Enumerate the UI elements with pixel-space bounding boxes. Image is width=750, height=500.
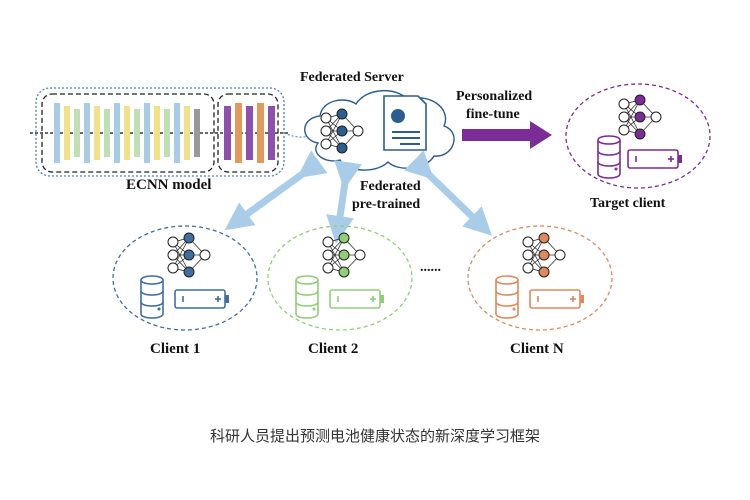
- figure-caption: 科研人员提出预测电池健康状态的新深度学习框架: [209, 427, 540, 445]
- target-client-node: [565, 83, 711, 189]
- ecnn-model-label: ECNN model: [126, 177, 212, 193]
- decoder-layer-bar: [268, 106, 275, 160]
- encoder-layer-bar: [54, 103, 60, 163]
- encoder-layer-bar: [84, 103, 90, 163]
- encoder-layer-bar: [124, 106, 130, 160]
- encoder-layer-bar: [184, 106, 190, 160]
- federated-server-cloud: [304, 89, 455, 171]
- ellipsis-label: ......: [420, 260, 441, 275]
- decoder-layer-bar: [224, 106, 231, 160]
- target-client-label: Target client: [590, 196, 666, 211]
- ecnn-model-block: [30, 87, 313, 177]
- encoder-layer-bar: [104, 109, 110, 157]
- client-2-label: Client 2: [308, 341, 359, 357]
- encoder-layer-bar: [194, 109, 200, 157]
- finetune-arrow: [462, 121, 552, 149]
- encoder-layer-bar: [154, 106, 160, 160]
- encoder-layer-bar: [134, 109, 140, 157]
- encoder-layer-bar: [174, 103, 180, 163]
- encoder-layer-bar: [64, 106, 70, 160]
- decoder-layer-bar: [257, 103, 264, 163]
- encoder-layer-bar: [144, 103, 150, 163]
- client-2-node: [267, 225, 413, 331]
- finetune-label-line2: fine-tune: [466, 107, 520, 122]
- server-neural-network-icon: [320, 108, 364, 154]
- pretrained-label-line1: Federated: [360, 179, 421, 194]
- client-1-node: [112, 225, 258, 331]
- federated-server-label: Federated Server: [300, 70, 404, 85]
- client-1-label: Client 1: [150, 341, 201, 357]
- encoder-layer-bar: [74, 109, 80, 157]
- encoder-layer-bar: [94, 106, 100, 160]
- encoder-layer-bar: [164, 109, 170, 157]
- federated-exchange-arrows: [224, 150, 493, 244]
- decoder-layer-bar: [246, 106, 253, 160]
- finetune-label-line1: Personalized: [456, 89, 533, 104]
- decoder-layer-bar: [235, 103, 242, 163]
- client-n-node: [467, 225, 613, 331]
- encoder-layer-bar: [114, 103, 120, 163]
- pretrained-label-line2: pre-trained: [352, 197, 421, 212]
- client-n-label: Client N: [510, 341, 564, 357]
- document-icon: [383, 95, 427, 151]
